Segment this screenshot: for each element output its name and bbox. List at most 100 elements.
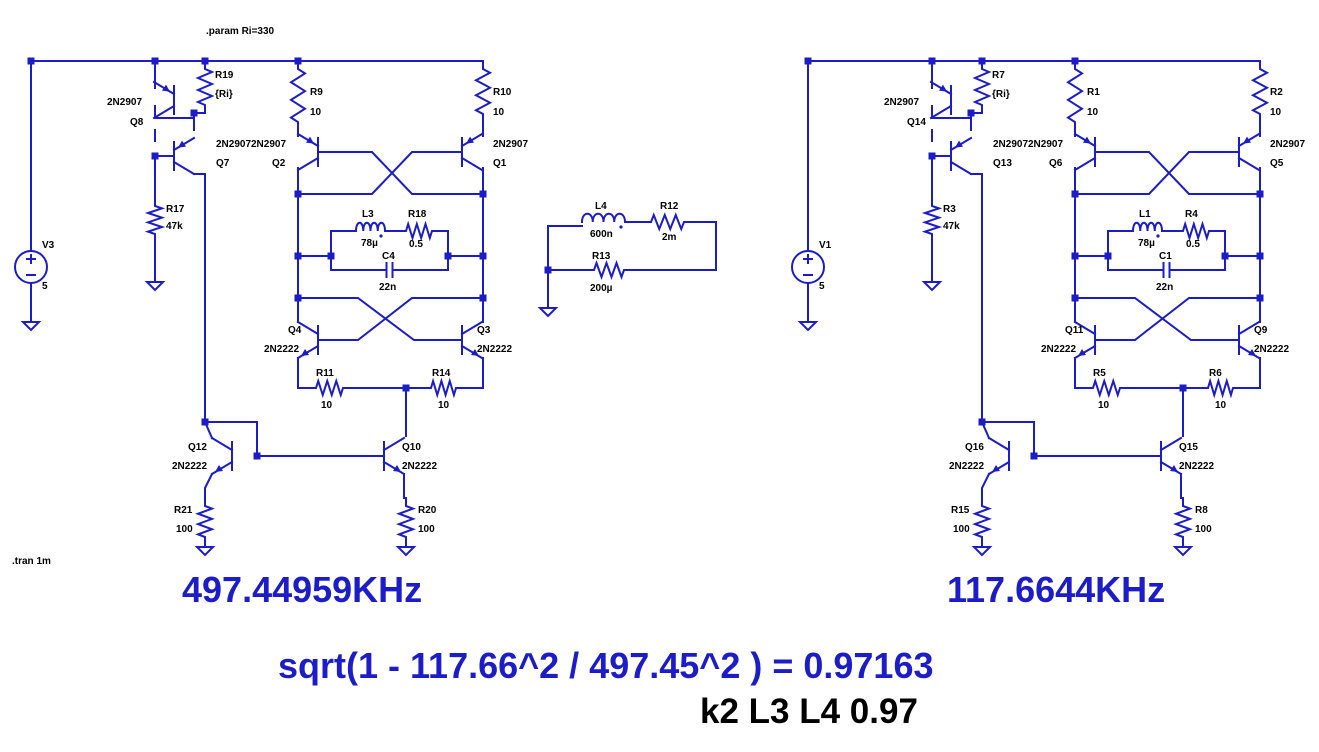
- transistor-pnp-left-leads: [1073, 132, 1097, 172]
- ground-symbol: [537, 307, 559, 318]
- transistor-npn-right-leads: [460, 320, 484, 360]
- resistor-name-label: R4: [1185, 209, 1198, 220]
- resistor-value-label: 10: [310, 107, 322, 118]
- junction-dot: [967, 109, 975, 117]
- transistor-name-label: Q9: [1254, 325, 1268, 336]
- inductor-phase-dot: [619, 225, 623, 229]
- resistor-name-label: R11: [316, 368, 334, 379]
- junction-dot: [294, 294, 302, 302]
- junction-dot: [479, 252, 487, 260]
- transistor-mirror-out-leads: [382, 436, 406, 476]
- wire: [970, 173, 983, 423]
- transistor-mirror-ref-leads: [987, 436, 1011, 476]
- resistor-value-label: {Ri}: [992, 89, 1010, 100]
- transistor-mirror-out-leads: [1159, 436, 1183, 476]
- resistor-tank: [399, 220, 439, 242]
- junction-dot: [978, 418, 986, 426]
- wire: [981, 472, 1182, 499]
- resistor-tail-right: [1201, 377, 1240, 399]
- coupling-directive: k2 L3 L4 0.97: [700, 692, 918, 731]
- voltage-source-polarity: [803, 254, 813, 276]
- resistor-value-label: 100: [1195, 524, 1212, 535]
- junction-dot: [1071, 294, 1079, 302]
- capacitor-tank: [1162, 262, 1171, 278]
- capacitor-tank: [385, 262, 394, 278]
- resistor-name-label: R10: [493, 87, 512, 98]
- ground-symbol: [395, 546, 417, 557]
- wire: [297, 121, 484, 137]
- resistor-name-label: R19: [215, 70, 234, 81]
- transistor-bias-a-emitter-arrow: [939, 84, 947, 92]
- junction-dot: [201, 418, 209, 426]
- junction-dot: [1221, 252, 1229, 260]
- junction-dot: [1179, 384, 1187, 392]
- coupling-formula: sqrt(1 - 117.66^2 / 497.45^2 ) = 0.97163: [278, 645, 934, 686]
- junction-dot: [1256, 294, 1264, 302]
- resistor-name-label: R3: [943, 204, 956, 215]
- left-frequency-result: 497.44959KHz: [182, 569, 423, 610]
- cross-coupling: [1094, 297, 1240, 341]
- transistor-model-label: 2N2907: [107, 97, 142, 108]
- inductor-phase-dot: [1156, 234, 1160, 238]
- resistor-value-label: 2m: [662, 232, 677, 243]
- resistor-value-label: 10: [1098, 400, 1110, 411]
- wire: [669, 221, 717, 271]
- resistor-value-label: 10: [493, 107, 505, 118]
- resistor-name-label: R17: [166, 204, 185, 215]
- junction-dot: [479, 294, 487, 302]
- wire: [297, 230, 357, 257]
- source-value-label: 5: [819, 281, 825, 292]
- junction-dot: [402, 384, 410, 392]
- ground-symbol: [194, 546, 216, 557]
- wire: [437, 230, 484, 257]
- inductor-phase-dot: [379, 234, 383, 238]
- junction-dot: [190, 109, 198, 117]
- resistor-emitter: [195, 60, 215, 114]
- resistor-value-label: 10: [1215, 400, 1227, 411]
- transistor-pnp-right-emitter-arrow: [1243, 136, 1251, 144]
- transistor-model-label: 2N2907: [1270, 139, 1305, 150]
- resistor-tank: [1176, 220, 1216, 242]
- source-name-label: V3: [42, 240, 55, 251]
- resistor-name-label: R14: [432, 368, 451, 379]
- capacitor-name-label: C4: [382, 251, 395, 262]
- inductor-secondary: [580, 212, 627, 224]
- capacitor-name-label: C1: [1159, 251, 1172, 262]
- param-directive: .param Ri=330: [206, 26, 275, 37]
- right-oscillator-circuit: V15R7{Ri}2N2907Q142N2907Q13R347kR110R210…: [791, 57, 1305, 557]
- transistor-bias-b-leads: [172, 136, 196, 176]
- capacitor-value-label: 22n: [379, 282, 396, 293]
- resistor-secondary-load: [587, 260, 631, 280]
- resistor-name-label: R15: [951, 505, 970, 516]
- transistor-bias-b-emitter-arrow: [178, 140, 186, 148]
- resistor-tail-left: [309, 377, 350, 399]
- transistor-name-label: Q1: [493, 158, 507, 169]
- ground-symbol: [971, 546, 993, 557]
- cross-coupling: [1094, 151, 1240, 195]
- junction-dot: [151, 57, 159, 65]
- resistor-value-label: 47k: [166, 221, 183, 232]
- resistor-name-label: R13: [592, 251, 611, 262]
- resistor-name-label: R2: [1270, 87, 1283, 98]
- transistor-mirror-ref-leads: [210, 436, 234, 476]
- transistor-name-label: Q13: [993, 158, 1012, 169]
- wire: [154, 129, 175, 157]
- wire: [1214, 230, 1261, 257]
- resistor-mirror-out: [396, 497, 416, 546]
- junction-dot: [294, 57, 302, 65]
- junction-dot: [327, 252, 335, 260]
- transistor-name-label: Q3: [477, 325, 491, 336]
- transistor-pnp-right-leads: [1237, 132, 1261, 172]
- transistor-bias-b-leads: [949, 136, 973, 176]
- transistor-model-label: 2N2222: [1179, 461, 1214, 472]
- cross-coupling: [317, 297, 463, 341]
- right-frequency-result: 117.6644KHz: [947, 569, 1166, 610]
- junction-dot: [1071, 57, 1079, 65]
- resistor-emitter: [972, 60, 992, 114]
- cross-coupling: [317, 151, 463, 195]
- transistor-model-label: 2N2907: [993, 139, 1028, 150]
- resistor-name-label: R7: [992, 70, 1005, 81]
- junction-dot: [1030, 452, 1038, 460]
- junction-dot: [151, 152, 159, 160]
